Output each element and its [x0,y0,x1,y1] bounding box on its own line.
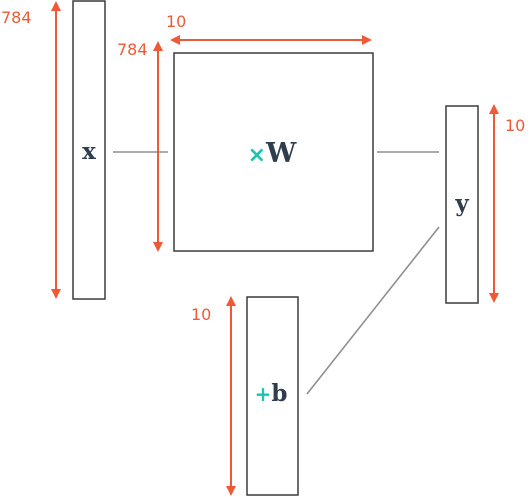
b-dimension-arrow [226,296,236,496]
b-vector-box [246,296,299,496]
x-vector-box [72,0,106,300]
multiply-symbol: × [248,143,266,168]
w-cols-dimension-arrow [170,35,372,45]
w-rows-dimension-label: 784 [117,40,148,59]
x-dimension-arrow [51,1,61,299]
b-vector-label: b [271,380,287,407]
w-matrix-label: W [265,138,297,169]
w-cols-dimension-label: 10 [166,12,186,31]
b-dimension-label: 10 [191,305,211,324]
y-vector-box [445,105,479,304]
w-matrix-label-group: ×W [248,138,297,169]
b-vector: +b [246,296,299,496]
plus-symbol: + [255,382,272,406]
x-vector-label: x [82,138,96,165]
x-vector: x [72,0,106,300]
y-dimension-label: 10 [505,116,525,135]
y-dimension-arrow [489,104,499,303]
connector-b-to-y [306,226,440,395]
w-matrix-box [173,52,374,252]
y-vector-label: y [454,190,469,217]
y-vector: y [445,105,479,304]
b-vector-label-group: +b [255,380,288,407]
x-dimension-label: 784 [1,8,32,27]
w-matrix: ×W [173,52,374,252]
w-rows-dimension-arrow [153,41,163,252]
